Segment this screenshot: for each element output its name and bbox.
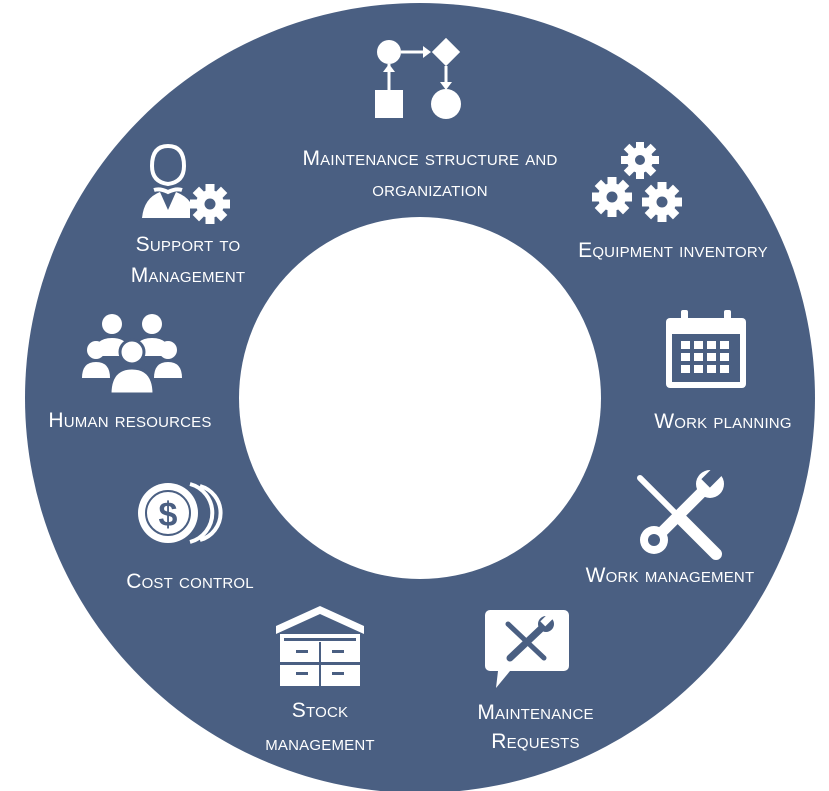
segment-structure: Maintenance structure and organization	[260, 38, 600, 208]
segment-support-label-line2: Management	[130, 264, 246, 287]
tools-icon	[637, 468, 724, 560]
warehouse-icon	[276, 606, 364, 686]
segment-stock-label-line2: management	[265, 732, 375, 755]
segment-hr: Human resources	[20, 310, 240, 440]
segment-hr-label: Human resources	[48, 409, 212, 432]
coins-icon: $	[138, 482, 223, 544]
ring-hole	[239, 217, 601, 579]
segment-structure-label-line2: organization	[372, 178, 488, 201]
segment-support: Support to Management	[108, 140, 268, 300]
segment-planning-label: Work planning	[654, 410, 792, 433]
segment-equipment: Equipment inventory	[548, 142, 798, 272]
segment-requests: Maintenance Requests	[448, 608, 623, 758]
svg-text:$: $	[159, 496, 178, 534]
segment-structure-label-line1: Maintenance structure and	[302, 147, 558, 170]
gears-icon	[592, 142, 682, 222]
people-group-icon	[82, 314, 182, 396]
manager-gear-icon	[142, 143, 230, 224]
calendar-icon	[666, 310, 746, 388]
segment-stock-label-line1: Stock	[291, 699, 349, 722]
segment-planning: Work planning	[628, 310, 818, 440]
segment-requests-label-line1: Maintenance	[477, 701, 594, 724]
segment-requests-label-line2: Requests	[491, 730, 580, 753]
segment-work: Work management	[550, 468, 790, 593]
segment-stock: Stock management	[240, 604, 400, 759]
wrench-speech-bubble-icon	[485, 610, 569, 688]
segment-equipment-label: Equipment inventory	[578, 239, 768, 262]
segment-support-label-line1: Support to	[135, 233, 241, 256]
segment-work-label: Work management	[585, 564, 755, 587]
segment-cost-label: Cost control	[126, 570, 254, 593]
flowchart-icon	[375, 38, 461, 119]
segment-cost: $ Cost control	[100, 478, 280, 598]
